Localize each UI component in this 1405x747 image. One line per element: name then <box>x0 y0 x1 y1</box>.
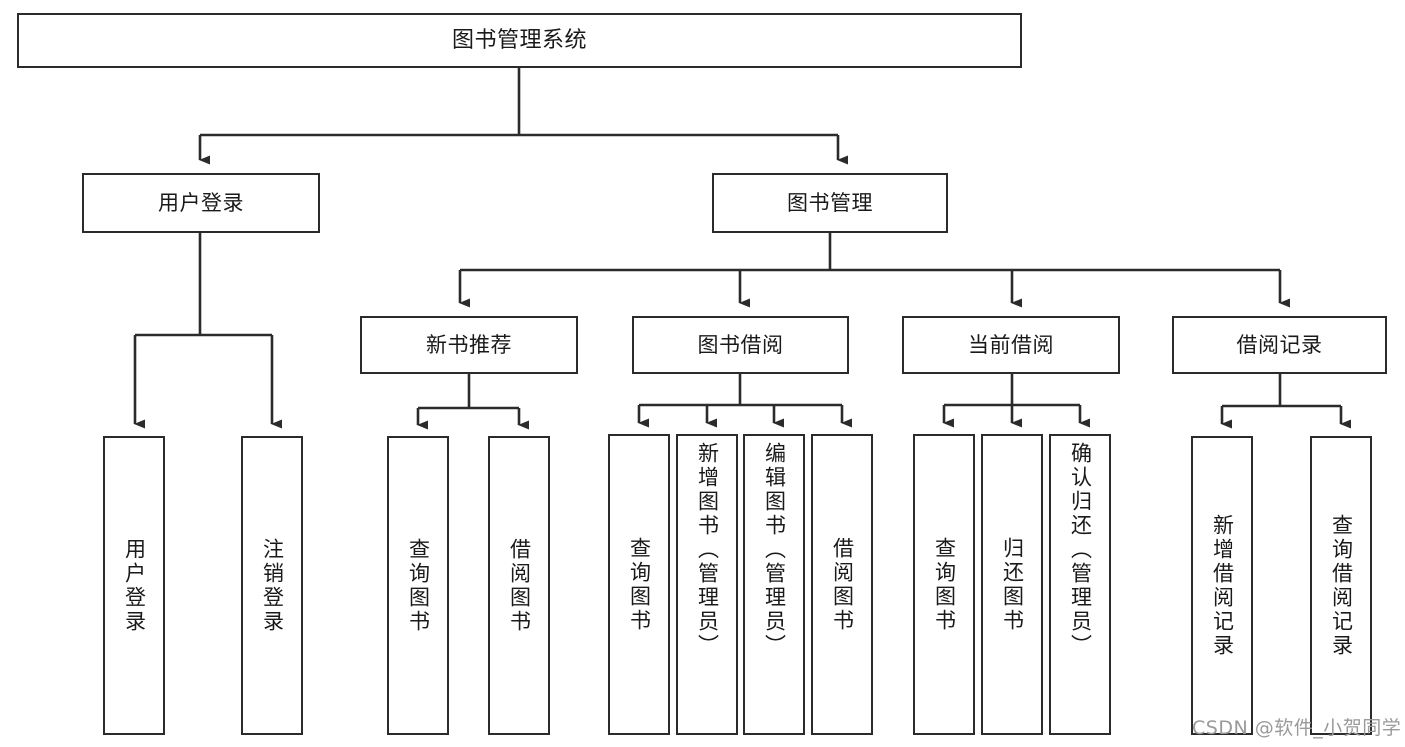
node-label: 新增借阅记录 <box>1210 513 1235 658</box>
node-label: 查询借阅记录 <box>1329 513 1354 658</box>
leaf-query-book-recommend[interactable]: 查询图书 <box>387 436 449 735</box>
leaf-query-book-current[interactable]: 查询图书 <box>913 434 975 735</box>
node-label: 查询图书 <box>406 537 431 634</box>
leaf-query-borrow-record[interactable]: 查询借阅记录 <box>1310 436 1372 735</box>
leaf-add-borrow-record[interactable]: 新增借阅记录 <box>1191 436 1253 735</box>
node-label: 借阅图书 <box>507 537 532 634</box>
node-label: 用户登录 <box>122 537 147 634</box>
node-label: 当前借阅 <box>968 332 1054 357</box>
node-label: 查询图书 <box>932 536 957 633</box>
leaf-borrow-book-recommend[interactable]: 借阅图书 <box>488 436 550 735</box>
leaf-user-login[interactable]: 用户登录 <box>103 436 165 735</box>
node-label: 归还图书 <box>1000 536 1025 633</box>
leaf-logout[interactable]: 注销登录 <box>241 436 303 735</box>
watermark-text: CSDN @软件_小贺同学 <box>1192 717 1402 739</box>
node-label: 图书借阅 <box>697 332 784 357</box>
node-new-book-recommend[interactable]: 新书推荐 <box>360 316 578 374</box>
node-label: 注销登录 <box>260 537 285 634</box>
node-current-borrow[interactable]: 当前借阅 <box>902 316 1120 374</box>
node-label: 图书管理系统 <box>451 27 587 53</box>
node-book-management[interactable]: 图书管理 <box>712 173 948 233</box>
node-label: 新增图书（管理员） <box>695 442 720 658</box>
node-label: 用户登录 <box>158 190 244 215</box>
leaf-return-book[interactable]: 归还图书 <box>981 434 1043 735</box>
node-label: 借阅记录 <box>1236 332 1323 357</box>
leaf-edit-book-admin[interactable]: 编辑图书（管理员） <box>743 434 805 735</box>
node-label: 编辑图书（管理员） <box>762 442 787 658</box>
node-user-login[interactable]: 用户登录 <box>82 173 320 233</box>
node-label: 确认归还（管理员） <box>1068 442 1093 658</box>
leaf-borrow-book[interactable]: 借阅图书 <box>811 434 873 735</box>
node-book-borrow[interactable]: 图书借阅 <box>632 316 849 374</box>
node-label: 新书推荐 <box>426 332 512 357</box>
leaf-confirm-return-admin[interactable]: 确认归还（管理员） <box>1049 434 1111 735</box>
node-label: 借阅图书 <box>830 536 855 633</box>
node-label: 查询图书 <box>627 536 652 633</box>
node-label: 图书管理 <box>787 190 873 215</box>
leaf-query-book-borrow[interactable]: 查询图书 <box>608 434 670 735</box>
leaf-add-book-admin[interactable]: 新增图书（管理员） <box>676 434 738 735</box>
node-root-book-management-system[interactable]: 图书管理系统 <box>17 13 1022 68</box>
node-borrow-record[interactable]: 借阅记录 <box>1172 316 1387 374</box>
